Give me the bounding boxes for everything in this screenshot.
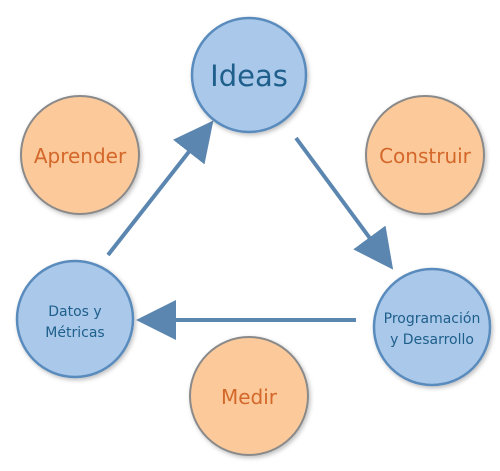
stage-data-metrics-label-line2: Métricas xyxy=(45,325,104,341)
phase-learn-circle xyxy=(20,95,140,215)
stage-ideas: Ideas xyxy=(190,16,308,134)
stage-programming-label-line2: y Desarrollo xyxy=(390,332,474,348)
phase-build-circle xyxy=(365,95,485,215)
stage-ideas-circle xyxy=(190,16,308,134)
stage-ideas-label: Ideas xyxy=(210,59,288,93)
stage-programming-circle xyxy=(372,267,492,387)
stage-data-metrics-circle xyxy=(15,259,135,379)
stage-programming: Programación y Desarrollo xyxy=(372,267,492,387)
phase-measure: Medir xyxy=(189,336,309,456)
stage-programming-label-line1: Programación xyxy=(384,311,481,327)
phase-build-label: Construir xyxy=(379,144,472,168)
phase-build: Construir xyxy=(365,95,485,215)
phase-learn: Aprender xyxy=(20,95,140,215)
arrow-data-to-ideas xyxy=(106,120,214,257)
stage-data-metrics-label-line1: Datos y xyxy=(48,304,101,320)
phase-measure-circle xyxy=(189,336,309,456)
phase-measure-label: Medir xyxy=(221,385,278,409)
stage-data-metrics: Datos y Métricas xyxy=(15,259,135,379)
arrow-ideas-to-programming xyxy=(294,136,394,270)
phase-learn-label: Aprender xyxy=(34,144,127,168)
